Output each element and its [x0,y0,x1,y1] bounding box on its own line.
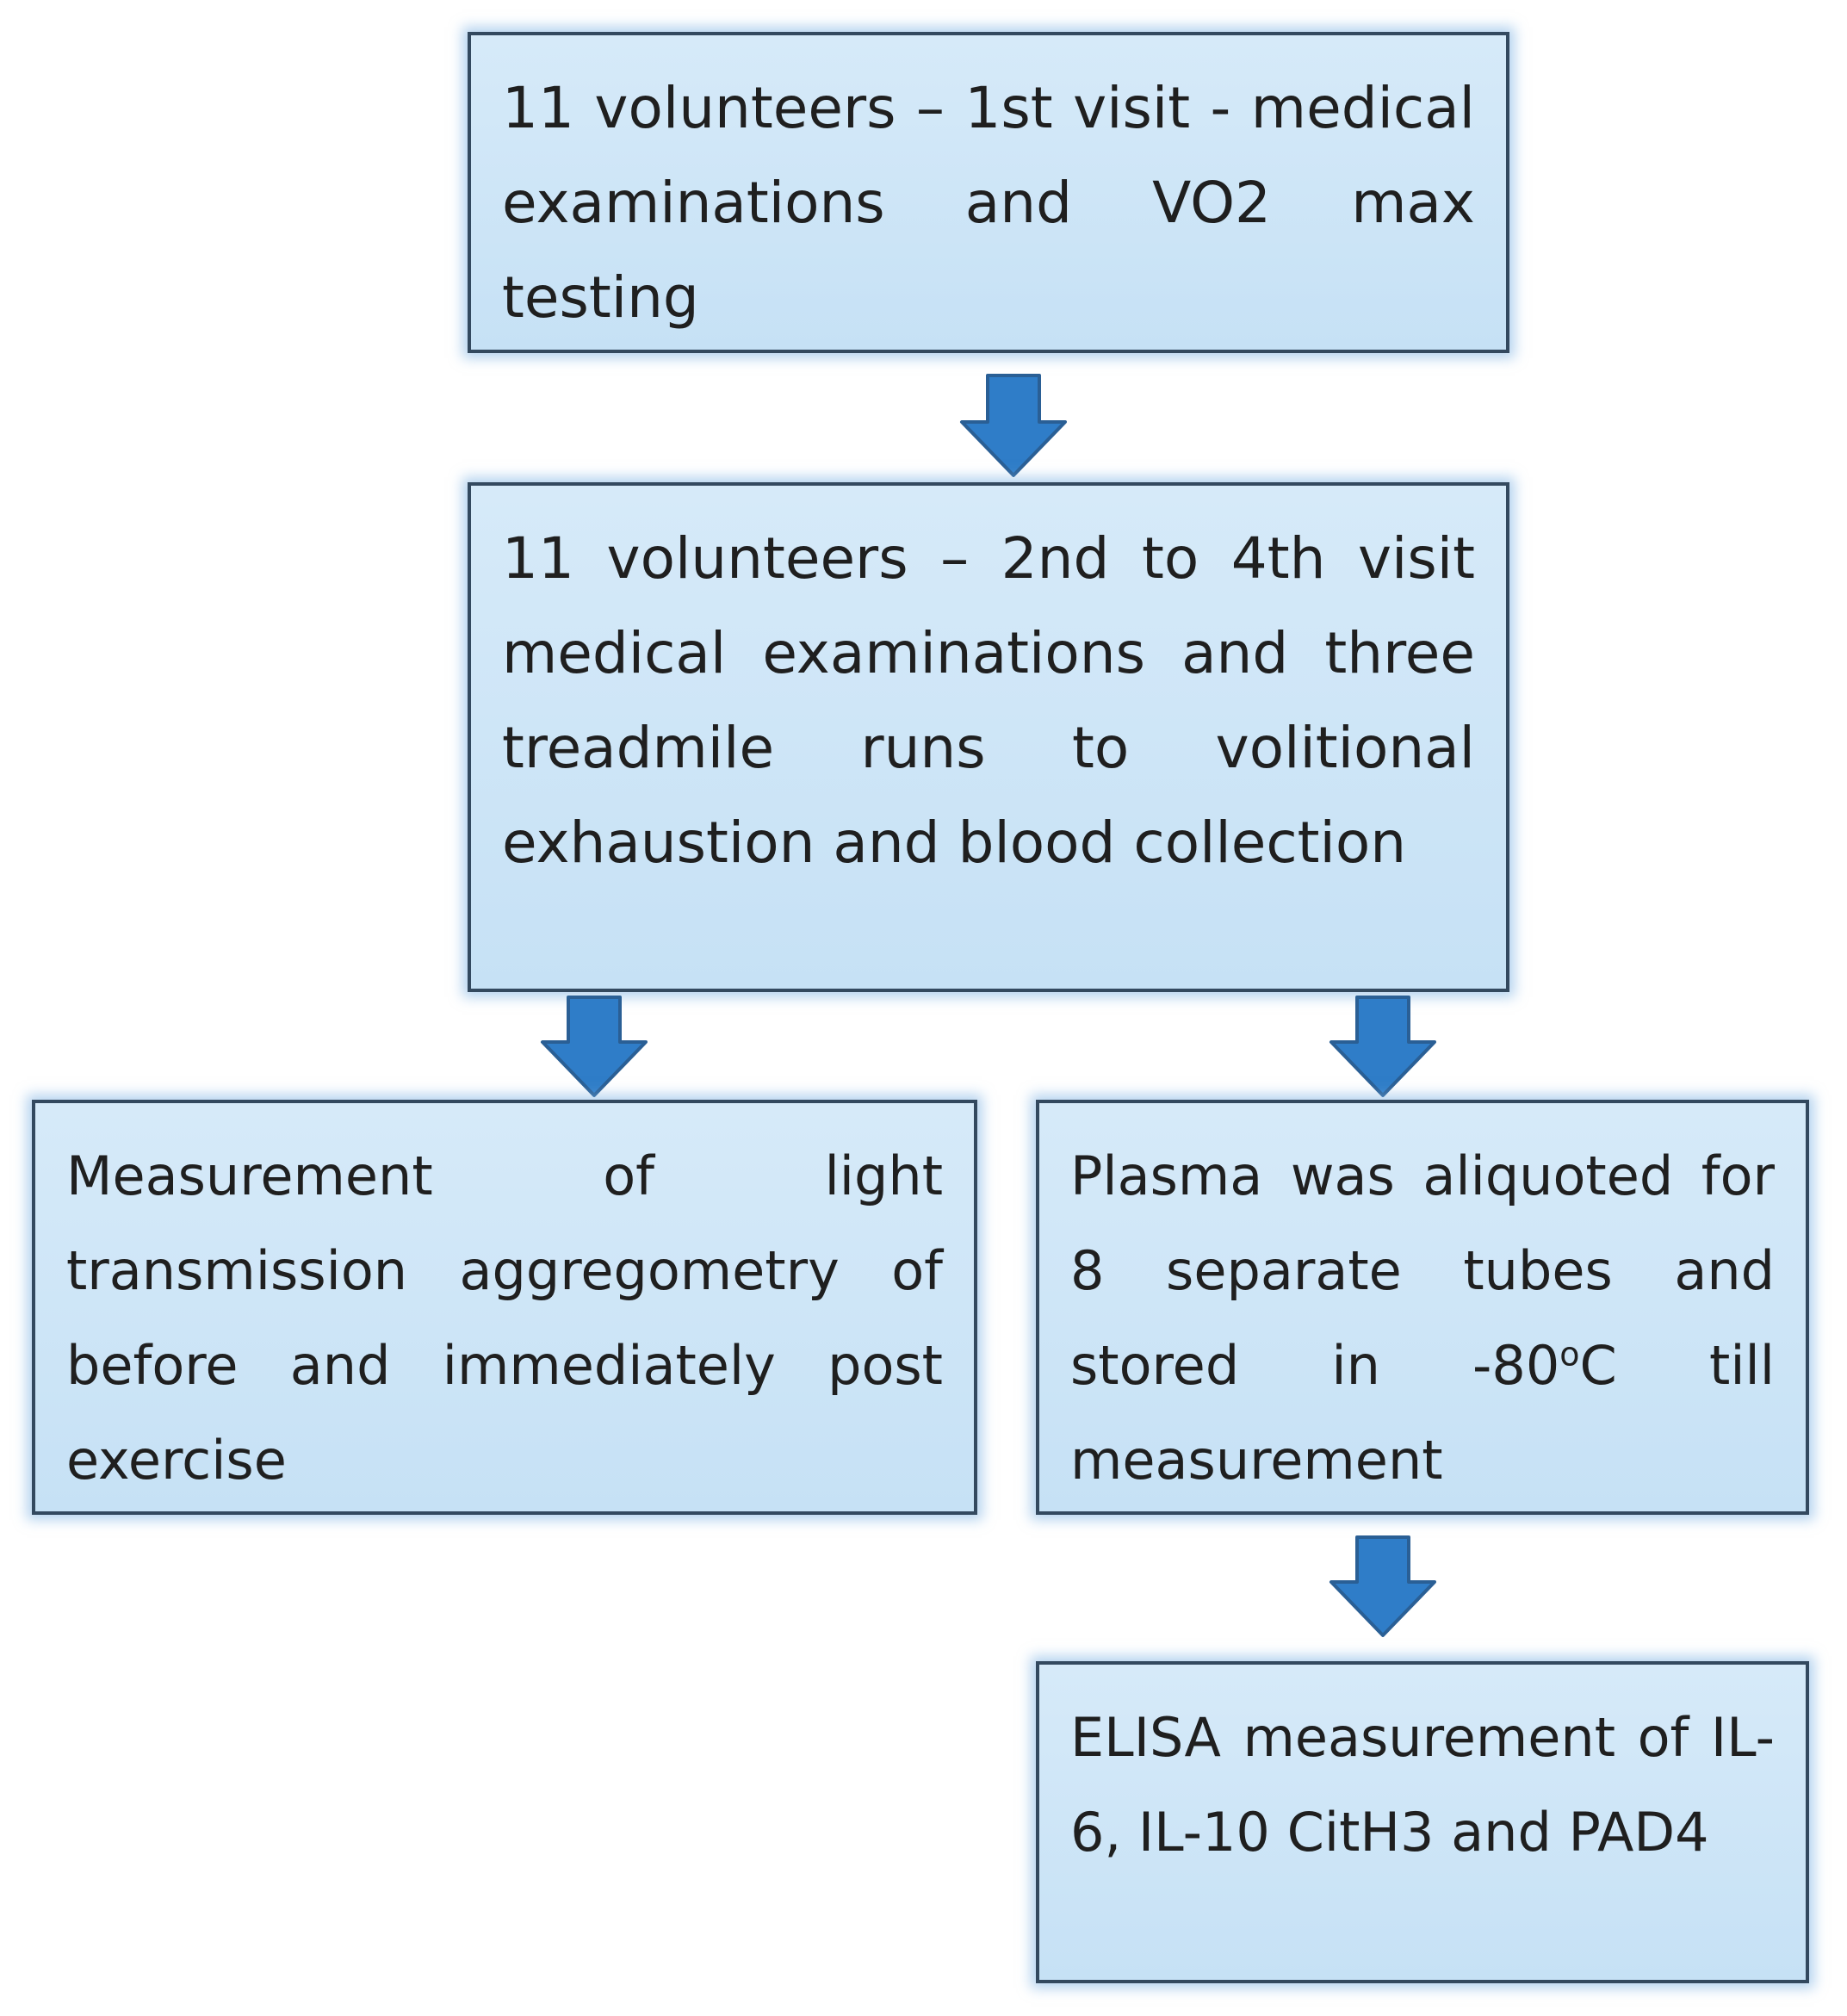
node-light-transmission-text: Measurement of light transmission aggreg… [66,1144,943,1492]
arrow-down-icon [541,996,648,1097]
node-second-to-fourth-visit: 11 volunteers – 2nd to 4th visit medical… [468,482,1509,992]
arrow-down-icon [1329,1535,1436,1637]
node-first-visit-text: 11 volunteers – 1st visit - medical exam… [502,75,1475,331]
node-first-visit: 11 volunteers – 1st visit - medical exam… [468,32,1509,353]
node-light-transmission: Measurement of light transmission aggreg… [32,1100,977,1515]
node-second-to-fourth-visit-text: 11 volunteers – 2nd to 4th visit medical… [502,525,1475,876]
plasma-text-before: Plasma was aliquoted for 8 separate tube… [1070,1144,1775,1397]
node-elisa: ELISA measurement of IL-6, IL-10 CitH3 a… [1036,1661,1809,1983]
node-plasma-aliquoted: Plasma was aliquoted for 8 separate tube… [1036,1100,1809,1515]
arrow-down-icon [960,374,1067,477]
plasma-text-after: C till measurement [1070,1334,1775,1492]
arrow-down-icon [1329,996,1436,1097]
degree-superscript: o [1559,1335,1580,1374]
node-plasma-aliquoted-text: Plasma was aliquoted for 8 separate tube… [1070,1129,1775,1508]
node-elisa-text: ELISA measurement of IL-6, IL-10 CitH3 a… [1070,1706,1775,1864]
